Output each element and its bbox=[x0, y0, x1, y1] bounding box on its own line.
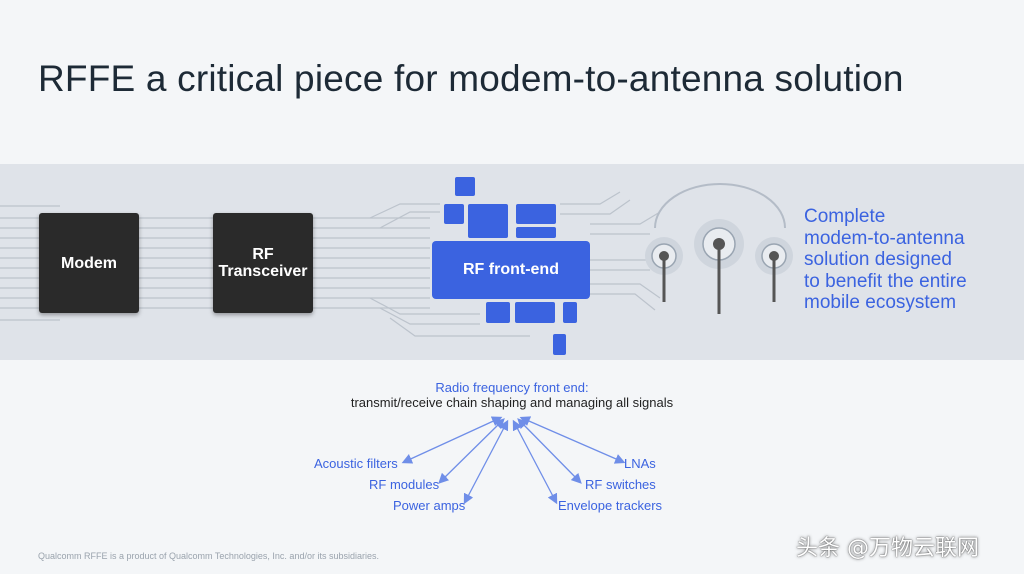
rffe-block bbox=[455, 177, 475, 196]
rf-transceiver-chip: RF Transceiver bbox=[213, 213, 313, 313]
component-acoustic-filters: Acoustic filters bbox=[314, 456, 398, 471]
rffe-definition-title: Radio frequency front end: bbox=[435, 380, 589, 395]
rffe-block bbox=[516, 204, 556, 224]
page-title: RFFE a critical piece for modem-to-anten… bbox=[38, 58, 904, 99]
rffe-block bbox=[553, 334, 566, 355]
rffe-block bbox=[486, 302, 510, 323]
component-rf-switches: RF switches bbox=[585, 477, 656, 492]
rffe-block bbox=[516, 227, 556, 238]
rf-front-end-chip: RF front-end bbox=[432, 241, 590, 299]
rffe-block bbox=[515, 302, 555, 323]
watermark: 头条 @万物云联网 bbox=[796, 536, 979, 561]
footnote: Qualcomm RFFE is a product of Qualcomm T… bbox=[38, 551, 379, 561]
rffe-definition-subtitle: transmit/receive chain shaping and manag… bbox=[350, 395, 674, 410]
component-envelope-trackers: Envelope trackers bbox=[558, 498, 663, 513]
component-power-amps: Power amps bbox=[393, 498, 466, 513]
rffe-block bbox=[444, 204, 464, 224]
rffe-block bbox=[468, 204, 508, 238]
solution-description: Complete modem-to-antenna solution desig… bbox=[804, 206, 967, 313]
rffe-block bbox=[563, 302, 577, 323]
component-rf-modules: RF modules bbox=[369, 477, 440, 492]
component-lnas: LNAs bbox=[624, 456, 656, 471]
modem-chip: Modem bbox=[39, 213, 139, 313]
